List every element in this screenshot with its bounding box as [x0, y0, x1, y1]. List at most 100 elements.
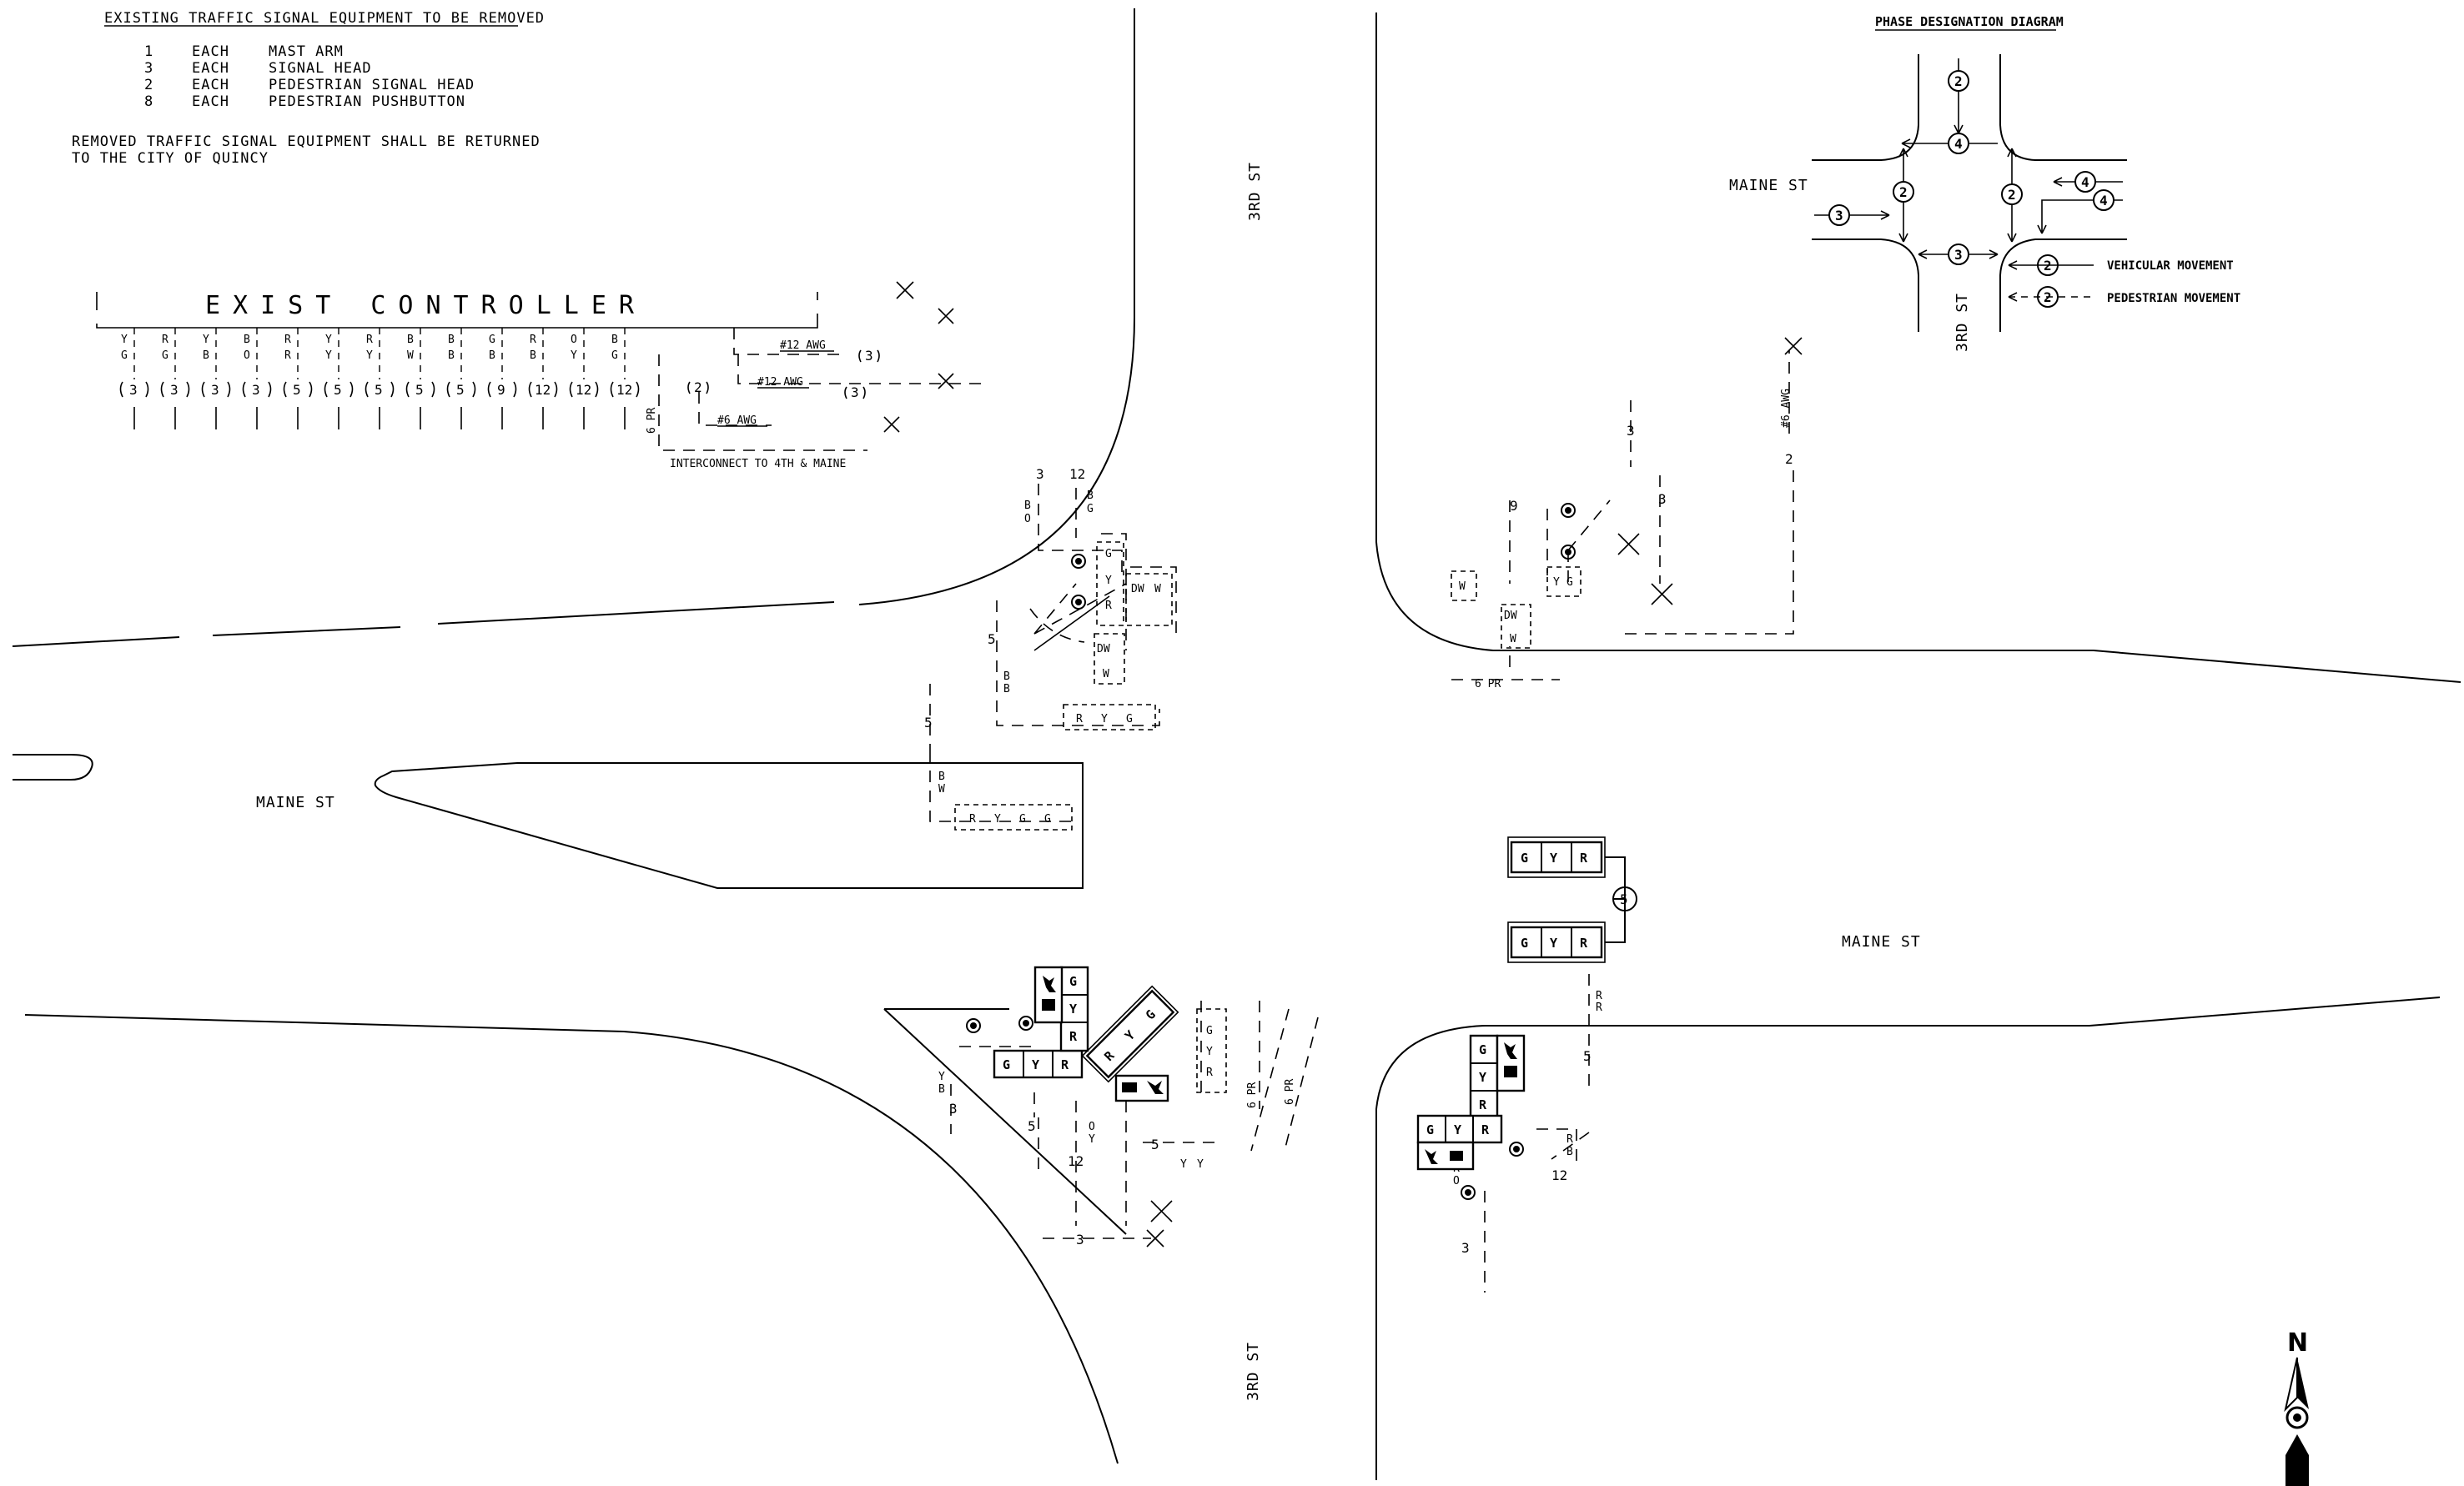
svg-text:Y: Y: [1069, 1002, 1077, 1017]
svg-text:R: R: [1479, 1097, 1487, 1112]
svg-text:G: G: [1426, 1122, 1434, 1137]
existing-pole: [1071, 595, 1086, 610]
road-edges: [12, 8, 2461, 1480]
svg-text:G: G: [121, 349, 128, 362]
svg-text:12: 12: [535, 382, 551, 398]
notes-row: 1 EACH MAST ARM: [144, 43, 343, 60]
phase-badge: 2: [2001, 183, 2023, 205]
cable-badge: 9: [1510, 498, 1518, 514]
svg-text:3: 3: [211, 382, 219, 398]
svg-text:5: 5: [293, 382, 301, 398]
removed-ped-head: DW W: [1094, 633, 1125, 685]
street-label-3rd-north: 3RD ST: [1246, 162, 1264, 221]
pr-label-ne: 6 PR: [1475, 678, 1501, 690]
svg-text:Y: Y: [203, 334, 209, 346]
existing-pole: [1561, 545, 1576, 560]
new-ped-signal: [1416, 1141, 1475, 1171]
svg-text:R: R: [1580, 936, 1588, 951]
svg-text:Y: Y: [1550, 936, 1557, 951]
svg-text:3: 3: [129, 382, 138, 398]
svg-text:R: R: [1596, 990, 1602, 1002]
svg-text:G: G: [611, 349, 618, 362]
phase-badge: 4: [2074, 171, 2096, 193]
new-signal-head: G Y R: [1507, 836, 1606, 878]
controller-terminal: RG3: [160, 328, 190, 429]
svg-text:12: 12: [616, 382, 632, 398]
existing-pole: [1071, 554, 1086, 569]
svg-text:G: G: [1105, 548, 1112, 560]
svg-text:R: R: [1105, 600, 1112, 612]
svg-text:Y: Y: [366, 349, 373, 362]
svg-text:Y: Y: [1032, 1057, 1039, 1072]
cable-badge: 12: [1551, 1167, 1567, 1183]
cable-badge: 12: [1068, 1153, 1084, 1169]
svg-text:Y: Y: [1101, 713, 1108, 725]
phase-designation-diagram: PHASE DESIGNATION DIAGRAM MAINE ST 3RD S…: [1729, 14, 2240, 352]
street-label-maine-west: MAINE ST: [256, 794, 335, 811]
svg-text:O: O: [1024, 513, 1031, 525]
svg-text:Y: Y: [1197, 1158, 1204, 1171]
awg-label-3: #6 AWG: [717, 414, 757, 427]
svg-text:R: R: [969, 813, 976, 826]
svg-text:G: G: [1003, 1057, 1010, 1072]
svg-text:B: B: [1003, 670, 1010, 683]
existing-pole: [966, 1018, 981, 1033]
svg-text:R: R: [1481, 1122, 1490, 1137]
svg-text:B: B: [448, 334, 455, 346]
svg-text:9: 9: [1510, 498, 1518, 514]
svg-text:SIGNAL HEAD: SIGNAL HEAD: [269, 60, 372, 77]
cable-badge: 2: [1785, 451, 1793, 467]
new-ped-signal: [1114, 1074, 1169, 1102]
svg-text:B: B: [448, 349, 455, 362]
svg-text:Y: Y: [1454, 1122, 1461, 1137]
svg-text:W: W: [407, 349, 414, 362]
svg-text:B: B: [244, 334, 250, 346]
ne-signal-wiring: 3 3 9 2 #6 AWG 6 PR W DW W Y G: [1451, 337, 1803, 690]
svg-text:8: 8: [144, 93, 153, 110]
phase-street-ns: 3RD ST: [1954, 293, 1971, 352]
phase-street-ew: MAINE ST: [1729, 177, 1808, 194]
svg-text:B: B: [1003, 683, 1010, 695]
svg-text:2: 2: [1954, 73, 1963, 89]
svg-text:Y: Y: [1180, 1158, 1187, 1171]
svg-text:G: G: [1479, 1042, 1486, 1057]
existing-controller: EXIST CONTROLLER YG3RG3YB3BO3RR5YY5RY5BW…: [96, 281, 984, 470]
svg-text:R: R: [1596, 1002, 1602, 1014]
svg-text:2: 2: [144, 77, 153, 93]
controller-terminal: GB9: [487, 328, 517, 429]
svg-text:R: R: [162, 334, 168, 346]
awg-label-ne: #6 AWG: [1780, 389, 1793, 428]
svg-text:G: G: [1206, 1025, 1213, 1037]
new-signal-head: G Y R: [1416, 1114, 1503, 1144]
svg-text:6 PR: 6 PR: [1284, 1079, 1296, 1105]
svg-text:5: 5: [924, 715, 933, 730]
svg-text:12: 12: [1068, 1153, 1084, 1169]
legend-vehicular: VEHICULAR MOVEMENT: [2107, 259, 2234, 273]
svg-text:12: 12: [1551, 1167, 1567, 1183]
svg-text:W: W: [1154, 583, 1161, 595]
svg-text:5: 5: [415, 382, 424, 398]
cable-badge: 3: [1658, 491, 1667, 507]
cable-badge: 5: [988, 631, 996, 647]
svg-text:B: B: [1024, 500, 1031, 512]
phase-badge: 3: [1948, 243, 1969, 265]
new-signal-head: G Y R: [993, 1049, 1084, 1079]
svg-text:2: 2: [1899, 184, 1908, 200]
north-arrow: N: [2284, 1328, 2309, 1486]
svg-text:PEDESTRIAN PUSHBUTTON: PEDESTRIAN PUSHBUTTON: [269, 93, 465, 110]
svg-text:4: 4: [2081, 174, 2089, 190]
svg-text:Y: Y: [1206, 1046, 1213, 1058]
svg-text:R: R: [284, 334, 291, 346]
cable-badge: 3: [1627, 423, 1635, 439]
svg-text:Y: Y: [1479, 1070, 1486, 1085]
svg-text:5: 5: [1620, 891, 1628, 907]
svg-text:PEDESTRIAN SIGNAL HEAD: PEDESTRIAN SIGNAL HEAD: [269, 77, 475, 93]
svg-text:O: O: [244, 349, 250, 362]
svg-text:6 PR: 6 PR: [1246, 1082, 1259, 1108]
svg-text:B: B: [611, 334, 618, 346]
interconnect-label: INTERCONNECT TO 4TH & MAINE: [670, 458, 846, 470]
svg-text:O: O: [1089, 1121, 1095, 1133]
